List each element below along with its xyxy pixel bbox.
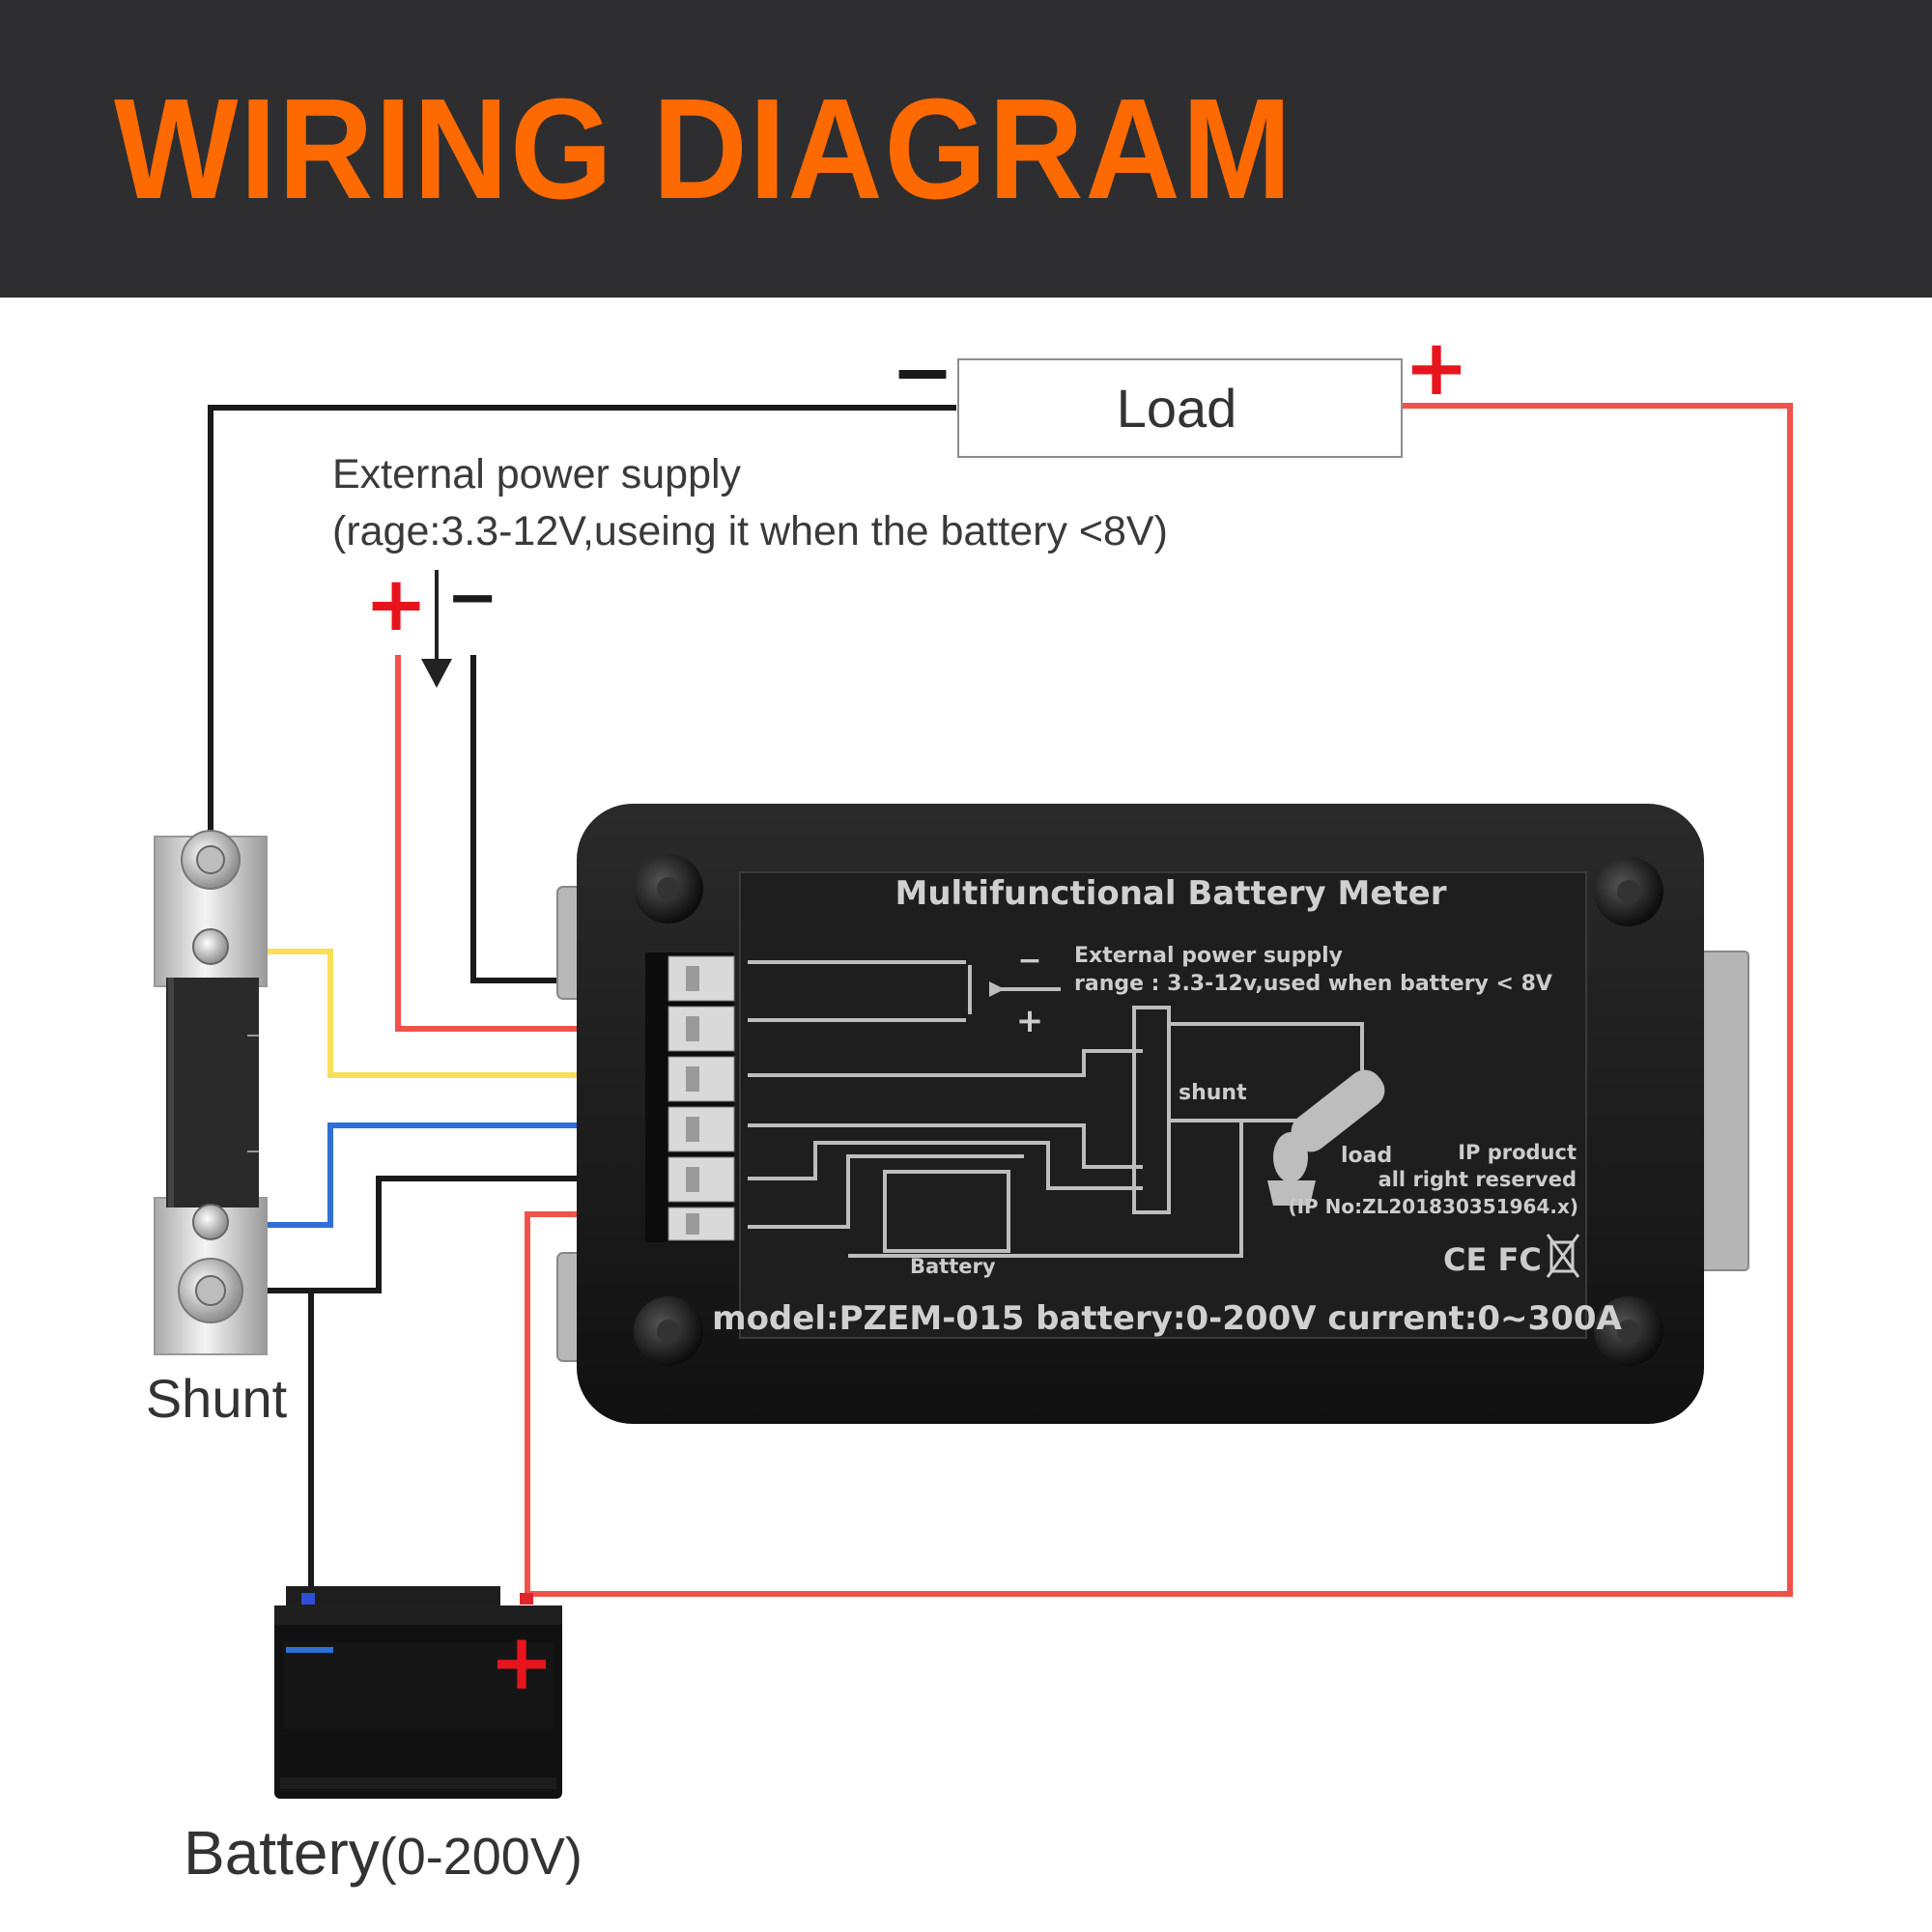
shunt-label: Shunt bbox=[146, 1368, 288, 1429]
meter-battery-label: Battery bbox=[910, 1255, 996, 1278]
arrow-left-icon bbox=[989, 981, 1005, 997]
meter-ip-line2: all right reserved bbox=[1378, 1168, 1577, 1191]
wire-shunt-negative bbox=[214, 1176, 676, 1293]
meter-cert-marks: CE FC bbox=[1443, 1241, 1542, 1278]
battery-plus-sign: + bbox=[489, 1617, 554, 1707]
load-lamp-icon bbox=[1267, 1069, 1385, 1206]
battery-caption-range: (0-200V) bbox=[380, 1828, 582, 1886]
meter-label-schematic bbox=[748, 960, 1364, 1258]
header-bar: WIRING DIAGRAM bbox=[0, 0, 1932, 298]
battery-meter: Multifunctional Battery Meter External p… bbox=[556, 804, 1749, 1424]
load-minus-sign: − bbox=[891, 329, 953, 416]
wire-load-negative bbox=[208, 405, 956, 860]
load-plus-sign: + bbox=[1404, 323, 1468, 412]
meter-ip-line1: IP product bbox=[1458, 1141, 1577, 1164]
battery-caption-label: Battery bbox=[184, 1818, 380, 1888]
load-label: Load bbox=[1117, 378, 1237, 439]
shunt-top-screw bbox=[192, 928, 229, 965]
meter-model-line: model:PZEM-015 battery:0-200V current:0~… bbox=[712, 1299, 1622, 1338]
meter-minus: − bbox=[1017, 944, 1041, 978]
weee-bin-icon bbox=[1546, 1234, 1580, 1278]
battery bbox=[274, 1586, 562, 1799]
shunt-bottom-screw bbox=[192, 1204, 229, 1240]
meter-load-label: load bbox=[1341, 1144, 1392, 1168]
meter-ext-line1: External power supply bbox=[1074, 944, 1343, 968]
meter-title: Multifunctional Battery Meter bbox=[895, 874, 1446, 913]
down-arrow-icon bbox=[421, 570, 452, 688]
terminal-block bbox=[645, 952, 735, 1242]
ext-supply-minus: − bbox=[446, 562, 498, 634]
meter-ip-line3: (IP No:ZL201830351964.x) bbox=[1288, 1195, 1578, 1218]
meter-ext-line2: range : 3.3-12v,used when battery < 8V bbox=[1074, 972, 1552, 996]
load-box: Load bbox=[957, 358, 1403, 458]
lightning-icon bbox=[936, 1193, 961, 1241]
ext-supply-line1: External power supply bbox=[332, 451, 742, 497]
battery-caption: Battery(0-200V) bbox=[184, 1818, 582, 1888]
wire-blue-sense bbox=[214, 1122, 676, 1228]
ext-supply-line2: (rage:3.3-12V,useing it when the battery… bbox=[332, 508, 1168, 554]
ext-supply-plus: + bbox=[364, 561, 427, 648]
meter-shunt-label: shunt bbox=[1179, 1081, 1247, 1105]
shunt bbox=[154, 830, 268, 1355]
wires bbox=[208, 403, 1793, 1597]
meter-plus: + bbox=[1016, 1002, 1044, 1040]
wire-yellow-sense bbox=[214, 949, 676, 1078]
page-title: WIRING DIAGRAM bbox=[114, 70, 1293, 229]
